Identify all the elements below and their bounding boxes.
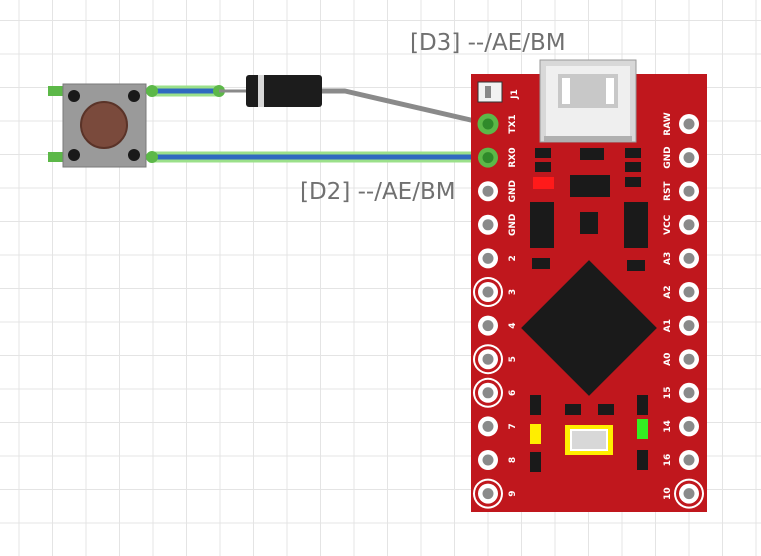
pin-hole (683, 454, 695, 466)
button-cap[interactable] (80, 101, 128, 149)
pin-label-left: 4 (508, 322, 518, 328)
button-corner (128, 90, 140, 102)
smd-cap (624, 202, 648, 248)
pro-micro-board[interactable]: J1 (471, 59, 707, 512)
pin-label-left: 2 (508, 255, 518, 261)
smd-crystal (530, 202, 554, 248)
pin-hole (683, 252, 695, 264)
pin-hole (482, 286, 494, 298)
pin-label-left: 8 (508, 457, 518, 463)
pin-label-right: RAW (663, 112, 673, 135)
smd-regulator (570, 175, 610, 197)
pin-label-right: 14 (663, 420, 673, 433)
pin-hole (482, 219, 494, 231)
smd-chip (580, 212, 598, 234)
pin-label-right: GND (663, 146, 673, 168)
pin-hole (683, 387, 695, 399)
pin-hole (683, 286, 695, 298)
led-yellow (530, 424, 541, 444)
pin-hole (482, 118, 494, 130)
pushbutton[interactable] (48, 83, 147, 168)
pin-hole (683, 185, 695, 197)
smd-resistor (637, 450, 648, 470)
pin-hole (683, 488, 695, 500)
pin-label-right: RST (663, 181, 673, 201)
smd-pad (565, 404, 581, 415)
pin-hole (482, 320, 494, 332)
button-leg (48, 86, 66, 96)
pin-label-right: 10 (663, 487, 673, 500)
smd-pad (625, 148, 641, 158)
pin-hole (683, 219, 695, 231)
pin-label-right: A1 (663, 319, 673, 332)
diode-body (246, 75, 322, 107)
wire-endpoint (146, 85, 158, 97)
smd-pad (535, 148, 551, 158)
pin-hole (683, 353, 695, 365)
pin-hole (482, 454, 494, 466)
mcu-chip (521, 260, 657, 396)
usb-contact (562, 78, 570, 104)
pin-label-right: A0 (663, 353, 673, 366)
pin-label-left: GND (508, 180, 518, 202)
button-corner (68, 90, 80, 102)
pin-hole (482, 152, 494, 164)
pin-hole (683, 118, 695, 130)
pin-label-right: A2 (663, 285, 673, 298)
pin-label-left: 9 (508, 490, 518, 496)
pin-hole (482, 185, 494, 197)
pin-hole (683, 420, 695, 432)
diode-cathode-band (258, 75, 264, 107)
pin-label-right: A3 (663, 252, 673, 265)
wire-endpoint (146, 151, 158, 163)
smd-pad (535, 162, 551, 172)
wire-label-d2: [D2] --/AE/BM (300, 179, 456, 205)
wire-diode-to-tx1[interactable] (320, 88, 489, 127)
smd-resistor (530, 395, 541, 415)
wire-label-d3: [D3] --/AE/BM (410, 30, 566, 56)
smd-resistor (530, 452, 541, 472)
smd-pad (625, 177, 641, 187)
pin-label-left: 3 (508, 289, 518, 295)
usb-lip (544, 136, 632, 142)
pin-label-right: VCC (663, 214, 673, 235)
pin-hole (482, 252, 494, 264)
pin-label-left: 7 (508, 423, 518, 429)
smd-pad (625, 162, 641, 172)
pin-hole (482, 420, 494, 432)
pin-hole (482, 353, 494, 365)
pin-hole (482, 387, 494, 399)
pin-label-left: 6 (508, 390, 518, 396)
pin-label-left: RX0 (508, 148, 518, 168)
tx1-connection-marker (477, 113, 499, 135)
diode[interactable] (219, 75, 322, 107)
led-green (637, 419, 648, 439)
button-corner (68, 149, 80, 161)
smd-pad (580, 148, 604, 160)
pin-label-left: TX1 (508, 114, 518, 133)
usb-connector[interactable] (539, 59, 637, 143)
led-red (533, 177, 554, 189)
button-leg (48, 152, 66, 162)
pin-hole (683, 152, 695, 164)
pin-label-left: 5 (508, 356, 518, 362)
smd-resistor (637, 395, 648, 415)
reset-button[interactable] (570, 429, 608, 451)
j1-pad (485, 86, 491, 98)
smd-pad (627, 260, 645, 271)
pin-label-right: 15 (663, 387, 673, 400)
usb-contact (606, 78, 614, 104)
smd-pad (598, 404, 614, 415)
button-corner (128, 149, 140, 161)
smd-pad (532, 258, 550, 269)
pin-label-left: GND (508, 214, 518, 236)
pin-label-right: 16 (663, 454, 673, 467)
j1-label: J1 (510, 89, 520, 100)
pin-hole (683, 320, 695, 332)
pin-hole (482, 488, 494, 500)
